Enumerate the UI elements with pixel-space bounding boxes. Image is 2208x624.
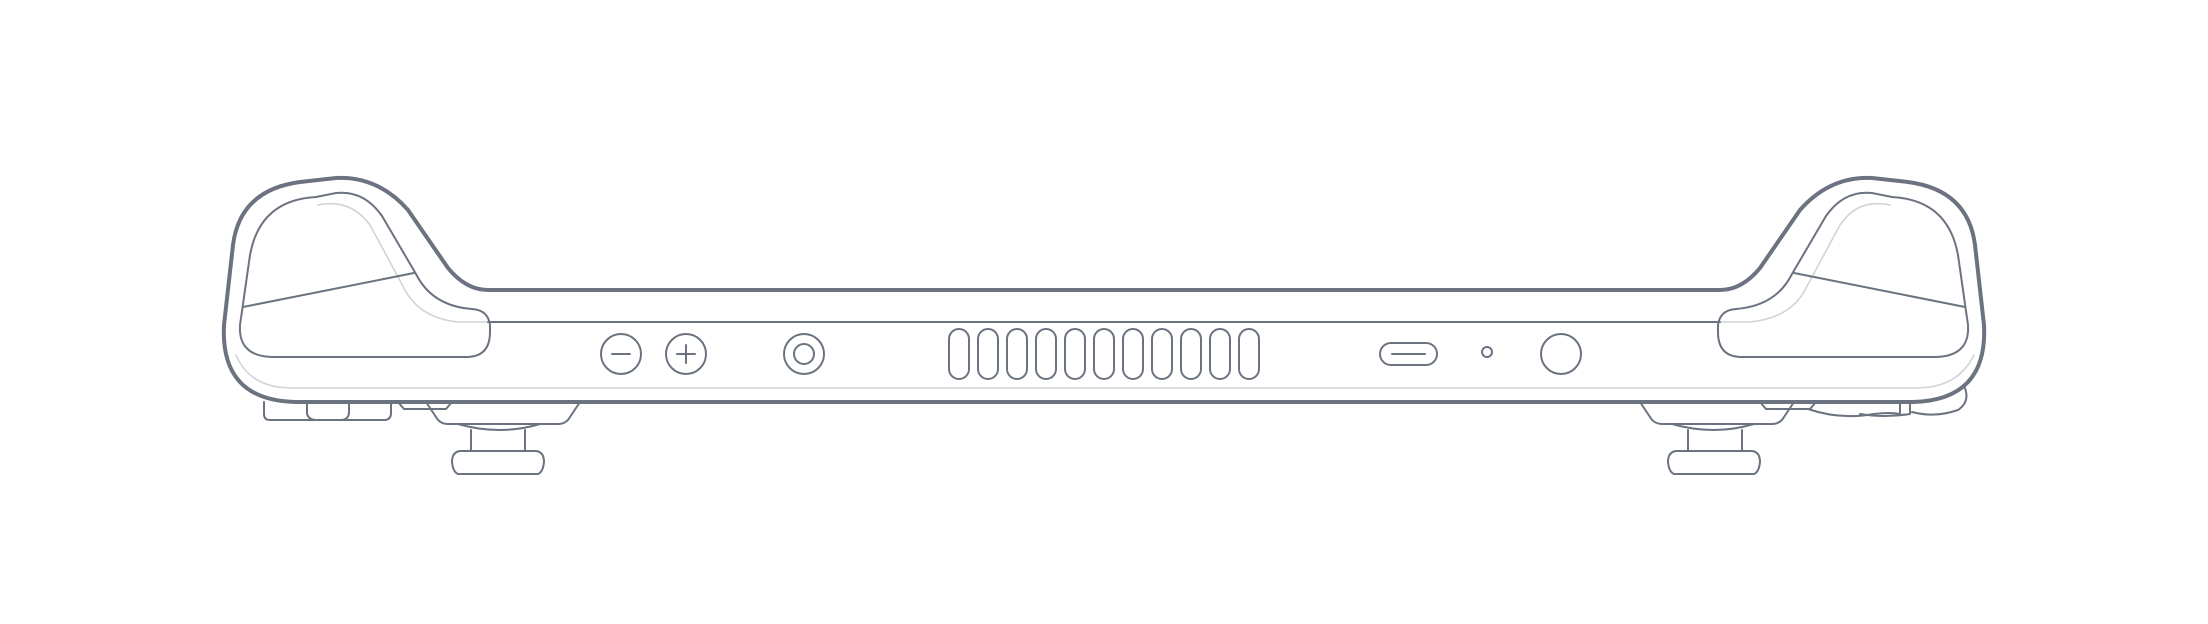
minus-button[interactable] <box>600 333 642 375</box>
right-trigger[interactable] <box>1639 401 1795 475</box>
body-lower-edge <box>235 354 1975 389</box>
vent-slot <box>977 328 999 380</box>
vent-slot <box>1035 328 1057 380</box>
left-foot <box>397 401 453 410</box>
right-foot <box>1807 401 1901 418</box>
vent-slot <box>1093 328 1115 380</box>
left-grip-inner <box>238 191 491 358</box>
vent-slot <box>1209 328 1231 380</box>
usb-c-port <box>1379 342 1438 366</box>
left-underside-ledge <box>263 401 392 421</box>
power-button[interactable] <box>1540 333 1582 375</box>
right-grip-inner <box>1717 191 1970 358</box>
vent-slot <box>1064 328 1086 380</box>
body-outline <box>221 175 1987 404</box>
vent-slot <box>1180 328 1202 380</box>
right-underside-ledge <box>1759 401 1817 410</box>
status-led <box>1481 346 1493 358</box>
vent-slot <box>1122 328 1144 380</box>
vent-grille <box>948 328 1260 380</box>
left-grip-inner-shadow <box>317 202 1891 323</box>
vent-slot <box>948 328 970 380</box>
right-bumper-step <box>1859 387 1968 417</box>
left-bumper-step <box>306 401 350 421</box>
plus-button[interactable] <box>665 333 707 375</box>
vent-slot <box>1151 328 1173 380</box>
headphone-jack <box>783 333 825 375</box>
vent-slot <box>1006 328 1028 380</box>
right-grip-seam <box>1793 272 1966 308</box>
left-grip-seam <box>242 272 415 308</box>
vent-slot <box>1238 328 1260 380</box>
left-trigger[interactable] <box>425 401 581 475</box>
